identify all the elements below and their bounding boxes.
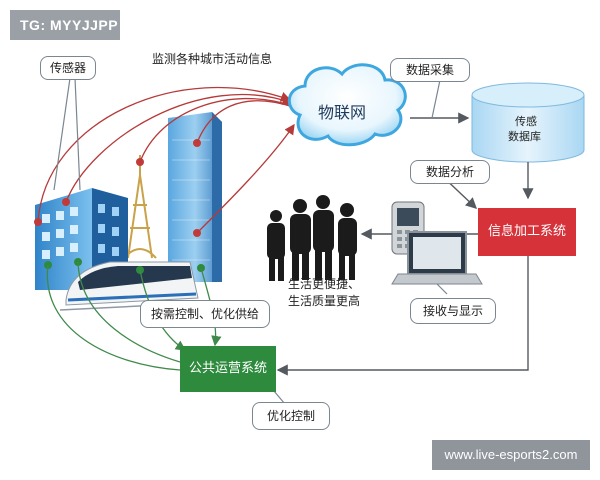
monitor-label: 监测各种城市活动信息: [152, 52, 273, 66]
callout-connectors: [53, 77, 448, 405]
receive-label: 接收与显示: [410, 298, 496, 324]
laptop-icon: [391, 231, 483, 285]
cloud-label: 物联网: [318, 103, 367, 122]
control-supply-label: 按需控制、优化供给: [140, 300, 270, 328]
watermark-top: TG: MYYJJPP: [10, 10, 120, 40]
cloud-icon: [287, 63, 407, 147]
database-label-line2: 数据库: [508, 130, 541, 143]
people-icon: [267, 195, 357, 281]
collect-label: 数据采集: [390, 58, 470, 82]
database-icon: [471, 82, 585, 163]
skyscraper-icon: [168, 112, 222, 282]
tower-icon: [123, 155, 157, 259]
analysis-label: 数据分析: [410, 160, 490, 184]
processing-system-box: 信息加工系统: [478, 208, 576, 256]
life-label-line1: 生活更便捷、: [288, 277, 361, 291]
life-label-line2: 生活质量更高: [288, 294, 361, 308]
public-ops-system-box: 公共运营系统: [180, 346, 276, 392]
watermark-bottom: www.live-esports2.com: [432, 440, 590, 470]
sensor-label: 传感器: [40, 56, 96, 80]
optimize-label: 优化控制: [252, 402, 330, 430]
database-label-line1: 传感: [515, 115, 537, 128]
